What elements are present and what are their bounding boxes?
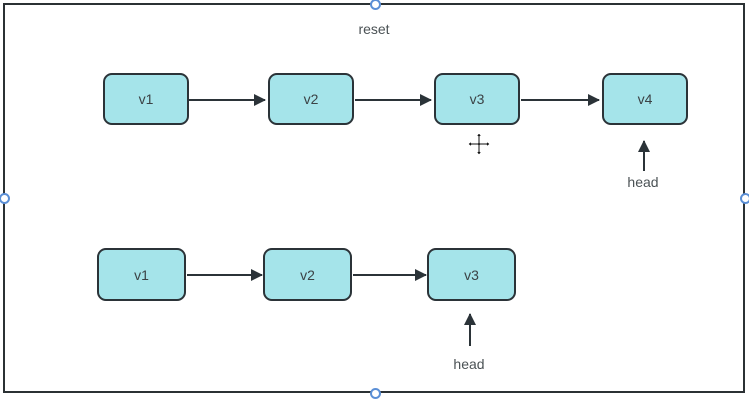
arrow-bottom-v1-to-v2[interactable] [187,274,262,277]
arrow-top-v1-to-v2[interactable] [189,99,265,102]
diagram-selection-frame[interactable] [3,3,745,393]
label-bottom-head: head [453,356,485,372]
node-bottom-v2[interactable]: v2 [263,248,352,301]
selection-handle-right[interactable] [740,193,749,204]
arrow-top-v3-to-v4[interactable] [521,99,599,102]
node-top-v3[interactable]: v3 [434,73,520,125]
arrow-bottom-v2-to-v3[interactable] [353,274,426,277]
label-top-head: head [627,174,659,190]
selection-handle-bottom[interactable] [370,388,381,399]
selection-handle-top[interactable] [370,0,381,10]
node-bottom-v3[interactable]: v3 [427,248,516,301]
node-top-v4[interactable]: v4 [602,73,688,125]
arrow-bottom-head-to-v3[interactable] [469,314,472,346]
selection-handle-left[interactable] [0,193,10,204]
node-top-v2[interactable]: v2 [268,73,354,125]
node-top-v1[interactable]: v1 [103,73,189,125]
arrow-top-head-to-v4[interactable] [643,141,646,171]
arrow-top-v2-to-v3[interactable] [355,99,431,102]
diagram-title-label: reset [358,21,390,37]
node-bottom-v1[interactable]: v1 [97,248,186,301]
